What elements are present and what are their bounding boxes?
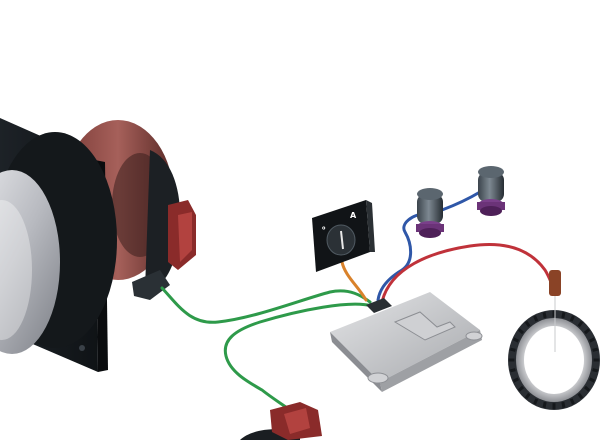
- ring-tooth: [569, 398, 575, 405]
- rotary-switch-icon: ⁰ A: [312, 200, 375, 272]
- ring-tooth: [509, 347, 516, 352]
- ring-tooth: [577, 320, 584, 328]
- blue-wire-link: [440, 190, 482, 212]
- ring-tooth: [524, 392, 531, 400]
- ring-tooth: [588, 377, 596, 383]
- ring-tooth: [583, 328, 591, 335]
- ring-tooth: [542, 311, 547, 319]
- ring-tooth: [569, 315, 575, 322]
- ring-tooth: [588, 337, 596, 343]
- ring-tooth: [561, 401, 566, 409]
- blue-wire-sensors: [376, 212, 428, 302]
- ring-tooth: [583, 385, 591, 392]
- level-sensor-front: [416, 188, 444, 238]
- connector-lower: [240, 402, 322, 440]
- ring-tooth: [533, 398, 539, 405]
- level-sensor-rear: [477, 166, 505, 216]
- ring-tooth: [512, 337, 520, 343]
- red-wire: [380, 242, 557, 304]
- ring-tooth: [517, 328, 525, 335]
- switch-symbol-auto: A: [350, 211, 357, 220]
- ring-tooth: [512, 377, 520, 383]
- ring-tooth: [509, 368, 516, 373]
- green-wire-headlamp: [160, 286, 372, 324]
- ring-tooth: [592, 368, 599, 373]
- sensor-ring-icon: [508, 270, 600, 410]
- headlamp-projector-icon: [0, 118, 196, 372]
- switch-symbol-off: ⁰: [322, 225, 326, 234]
- ring-tooth: [524, 320, 531, 328]
- green-wire-lower-connector: [223, 302, 374, 412]
- ring-tooth: [561, 311, 566, 319]
- ecu-box-icon: [330, 292, 483, 392]
- ring-tooth: [542, 401, 547, 409]
- ring-tooth: [517, 385, 525, 392]
- ring-tooth: [533, 315, 539, 322]
- orange-wire: [340, 260, 368, 302]
- ring-tooth: [592, 347, 599, 352]
- ring-tooth: [577, 392, 584, 400]
- wire-harness: [160, 190, 557, 412]
